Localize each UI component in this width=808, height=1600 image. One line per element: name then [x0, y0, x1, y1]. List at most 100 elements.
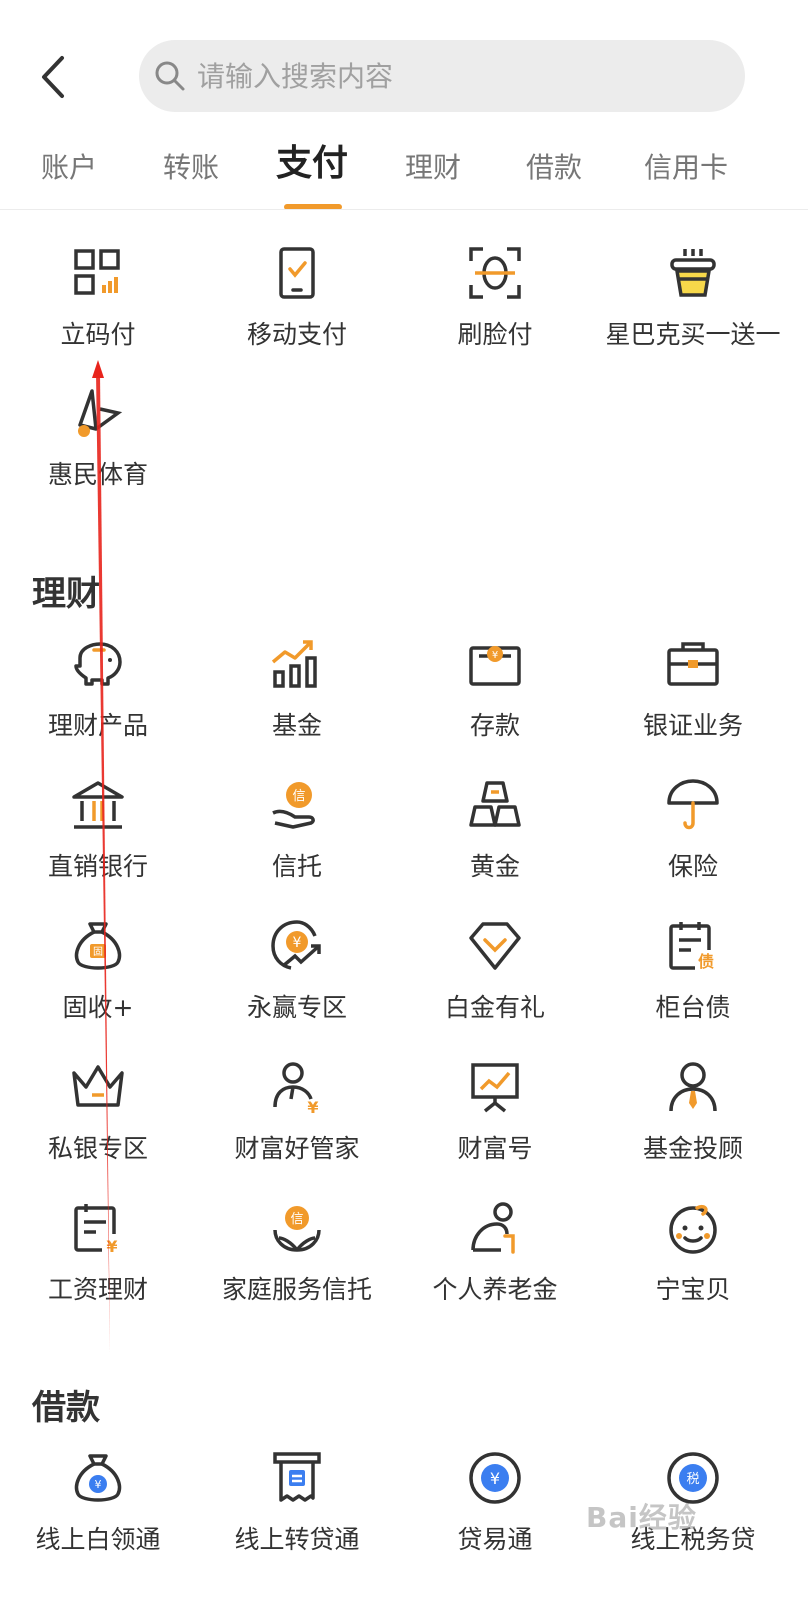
- tile-label: 基金: [271, 711, 322, 740]
- tile-counter-bond[interactable]: 债 柜台债: [598, 918, 788, 1038]
- fund-chart-icon: [271, 640, 317, 688]
- elderly-cane-icon: [471, 1202, 515, 1254]
- svg-text:信: 信: [290, 1212, 303, 1227]
- baby-face-icon: [669, 1204, 717, 1254]
- yuan-growth-icon: ¥: [271, 920, 321, 970]
- tile-label: 线上转贷通: [234, 1525, 360, 1554]
- tile-label: 财富号: [457, 1134, 533, 1163]
- wealth-manager-icon: ¥: [273, 1062, 319, 1115]
- tile-label: 家庭服务信托: [221, 1275, 372, 1304]
- tile-label: 柜台债: [655, 993, 731, 1022]
- tile-wealth-products[interactable]: 理财产品: [3, 636, 193, 756]
- tile-insurance[interactable]: 保险: [598, 777, 788, 897]
- search-icon: [155, 61, 185, 91]
- tile-wealth-manager[interactable]: ¥ 财富好管家: [202, 1059, 392, 1179]
- tile-yongying[interactable]: ¥ 永赢专区: [202, 918, 392, 1038]
- tile-label: 线上税务贷: [630, 1525, 756, 1554]
- advisor-icon: [669, 1062, 717, 1112]
- tile-personal-pension[interactable]: 个人养老金: [400, 1200, 590, 1320]
- tile-fund-advisor[interactable]: 基金投顾: [598, 1059, 788, 1179]
- svg-text:¥: ¥: [490, 1469, 500, 1488]
- tile-label: 白金有礼: [444, 993, 545, 1022]
- tile-label: 理财产品: [47, 711, 148, 740]
- tab-loan[interactable]: 借款: [525, 151, 583, 184]
- search-box[interactable]: [139, 40, 745, 112]
- tile-label: 星巴克买一送一: [605, 320, 781, 349]
- tile-label: 黄金: [469, 852, 520, 881]
- presentation-board-icon: [471, 1063, 519, 1113]
- svg-text:¥: ¥: [307, 1098, 318, 1115]
- tile-direct-bank[interactable]: 直销银行: [3, 777, 193, 897]
- face-scan-icon: [469, 247, 521, 299]
- tile-starbucks[interactable]: 星巴克买一送一: [598, 245, 788, 365]
- tile-label: 线上白领通: [35, 1525, 161, 1554]
- tile-trade-loan[interactable]: ¥ 贷易通: [400, 1450, 590, 1570]
- svg-text:¥: ¥: [95, 1478, 102, 1491]
- tile-refinance-loan[interactable]: 线上转贷通: [202, 1450, 392, 1570]
- tile-label: 私银专区: [47, 1134, 148, 1163]
- tile-bank-securities[interactable]: 银证业务: [598, 636, 788, 756]
- piggy-bank-icon: [74, 642, 122, 686]
- search-input[interactable]: [195, 58, 719, 94]
- briefcase-icon: [667, 642, 719, 686]
- badminton-icon: [78, 389, 123, 437]
- crown-icon: [72, 1065, 124, 1107]
- section-title-wealth: 理财: [32, 574, 100, 614]
- bond-calendar-icon: 债: [669, 922, 717, 971]
- svg-text:固: 固: [93, 946, 103, 958]
- tile-deposit[interactable]: ¥ 存款: [400, 636, 590, 756]
- tile-label: 存款: [469, 711, 520, 740]
- tile-mobile-pay[interactable]: 移动支付: [202, 245, 392, 365]
- tile-label: 移动支付: [246, 320, 347, 349]
- tile-salary-wealth[interactable]: ¥ 工资理财: [3, 1200, 193, 1320]
- section-title-loan: 借款: [32, 1388, 100, 1428]
- tile-trust[interactable]: 信 信托: [202, 777, 392, 897]
- diamond-icon: [469, 922, 521, 970]
- tab-account[interactable]: 账户: [40, 151, 98, 184]
- tile-family-trust[interactable]: 信 家庭服务信托: [202, 1200, 392, 1320]
- tile-platinum-gift[interactable]: 白金有礼: [400, 918, 590, 1038]
- tab-credit-card[interactable]: 信用卡: [643, 151, 729, 184]
- tile-label: 基金投顾: [642, 1134, 743, 1163]
- tab-transfer[interactable]: 转账: [162, 151, 220, 184]
- family-trust-icon: 信: [273, 1206, 321, 1252]
- tile-wealth-account[interactable]: 财富号: [400, 1059, 590, 1179]
- tile-label: 刷脸付: [457, 320, 533, 349]
- tile-fund[interactable]: 基金: [202, 636, 392, 756]
- tax-coin-icon: 税: [667, 1452, 719, 1504]
- tile-label: 银证业务: [642, 711, 743, 740]
- yuan-coin-icon: ¥: [469, 1452, 521, 1504]
- umbrella-icon: [667, 779, 719, 830]
- tile-qr-pay[interactable]: 立码付: [3, 245, 193, 365]
- tile-gold[interactable]: 黄金: [400, 777, 590, 897]
- tile-tax-loan[interactable]: 税 线上税务贷: [598, 1450, 788, 1570]
- tile-label: 保险: [667, 852, 718, 881]
- watermark: Bai经验: [586, 1501, 697, 1534]
- tile-fixed-income[interactable]: 固 固收+: [3, 918, 193, 1038]
- tile-label: 工资理财: [47, 1275, 148, 1304]
- trust-hand-icon: 信: [272, 782, 315, 829]
- tile-private-banking[interactable]: 私银专区: [3, 1059, 193, 1179]
- salary-icon: ¥: [74, 1204, 124, 1256]
- tile-label: 宁宝贝: [655, 1275, 731, 1304]
- svg-text:债: 债: [698, 952, 714, 971]
- svg-text:信: 信: [292, 789, 305, 804]
- back-button[interactable]: [30, 50, 80, 104]
- tile-label: 惠民体育: [47, 460, 148, 489]
- back-arrow-icon: [42, 56, 64, 98]
- tile-label: 立码付: [60, 320, 136, 349]
- mobile-pay-icon: [279, 247, 315, 299]
- header: [0, 0, 808, 150]
- tile-face-pay[interactable]: 刷脸付: [400, 245, 590, 365]
- tile-ningbaobei[interactable]: 宁宝贝: [598, 1200, 788, 1320]
- tile-white-collar-loan[interactable]: ¥ 线上白领通: [3, 1450, 193, 1570]
- deposit-icon: ¥: [469, 646, 521, 686]
- svg-text:税: 税: [686, 1472, 699, 1487]
- gold-bars-icon: [469, 781, 521, 827]
- tile-sports[interactable]: 惠民体育: [3, 385, 193, 505]
- active-tab-indicator: [284, 204, 342, 210]
- tab-wealth[interactable]: 理财: [404, 151, 462, 184]
- tab-payment[interactable]: 支付: [275, 143, 349, 184]
- loan-bag-icon: ¥: [74, 1454, 122, 1502]
- qr-code-icon: [74, 249, 120, 295]
